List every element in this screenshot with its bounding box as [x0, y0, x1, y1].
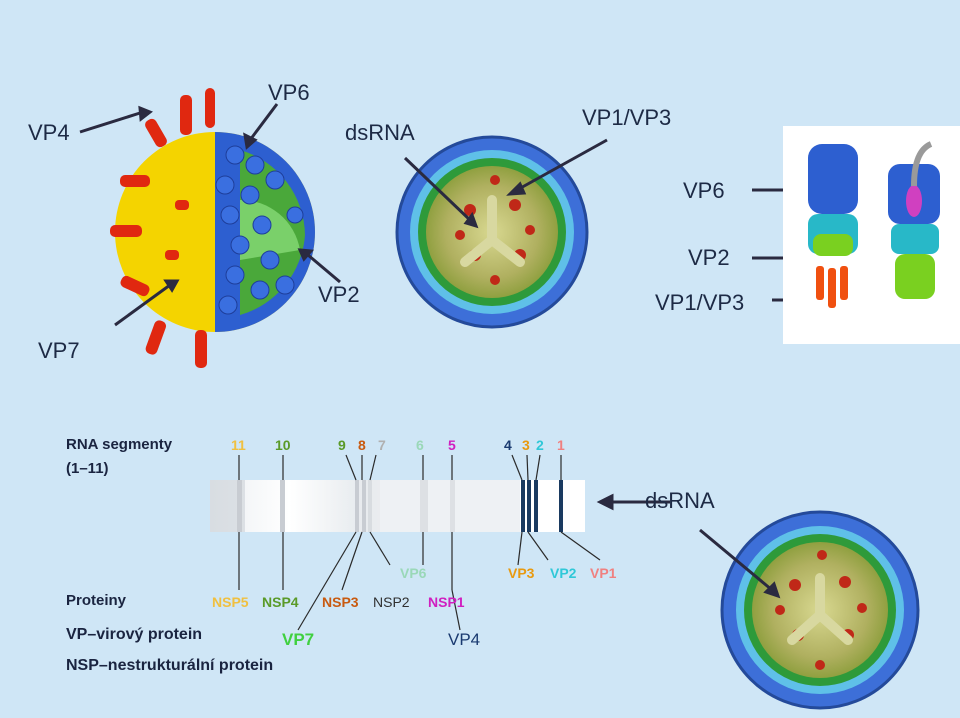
capsid-protein-structure-panel	[783, 126, 960, 344]
protein-vp6: VP6	[400, 565, 427, 581]
virion-cross-section-image	[395, 135, 589, 329]
capsid-protein-structures-image	[808, 141, 940, 308]
segment-connectors	[238, 454, 562, 481]
protein-vp3: VP3	[508, 565, 535, 581]
virion-cutaway-image	[110, 88, 315, 368]
label-panel-vp2: VP2	[688, 245, 730, 270]
label-vp1vp3-top: VP1/VP3	[582, 105, 672, 130]
label-dsrna-top: dsRNA	[345, 120, 415, 145]
segment-3: 3	[522, 437, 530, 453]
label-dsrna-gel: dsRNA	[645, 488, 715, 513]
segment-9: 9	[338, 437, 346, 453]
segment-10: 10	[275, 437, 291, 453]
protein-vp2: VP2	[550, 565, 577, 581]
protein-nsp4: NSP4	[262, 594, 299, 610]
proteins-row-label: Proteiny	[66, 592, 127, 609]
segment-8: 8	[358, 437, 366, 453]
protein-nsp5: NSP5	[212, 594, 249, 610]
protein-connectors	[238, 531, 601, 631]
label-vp4-top: VP4	[28, 120, 70, 145]
gel-title-line1: RNA segmenty	[66, 436, 173, 453]
label-vp7-left: VP7	[38, 338, 80, 363]
label-vp6-top: VP6	[268, 80, 310, 105]
gel-bands	[237, 480, 563, 532]
label-panel-vp6: VP6	[683, 178, 725, 203]
protein-nsp3: NSP3	[322, 594, 359, 610]
segment-5: 5	[448, 437, 456, 453]
segment-2: 2	[536, 437, 544, 453]
protein-vp4: VP4	[448, 630, 481, 649]
label-vp2-left: VP2	[318, 282, 360, 307]
protein-nsp1: NSP1	[428, 594, 465, 610]
virion-cross-section-bottom-image	[720, 510, 920, 710]
segment-6: 6	[416, 437, 424, 453]
legend-vp-definition: VP–virový protein	[66, 626, 203, 643]
segment-7: 7	[378, 437, 386, 453]
segment-11: 11	[231, 437, 246, 453]
segment-1: 1	[557, 437, 565, 453]
protein-vp1: VP1	[590, 565, 617, 581]
segment-4: 4	[504, 437, 512, 453]
gel-title-line2: (1–11)	[66, 460, 109, 477]
protein-vp7: VP7	[282, 630, 315, 649]
legend-nsp-definition: NSP–nestrukturální protein	[66, 657, 274, 674]
label-panel-vp1vp3: VP1/VP3	[655, 290, 745, 315]
protein-nsp2: NSP2	[373, 594, 410, 610]
